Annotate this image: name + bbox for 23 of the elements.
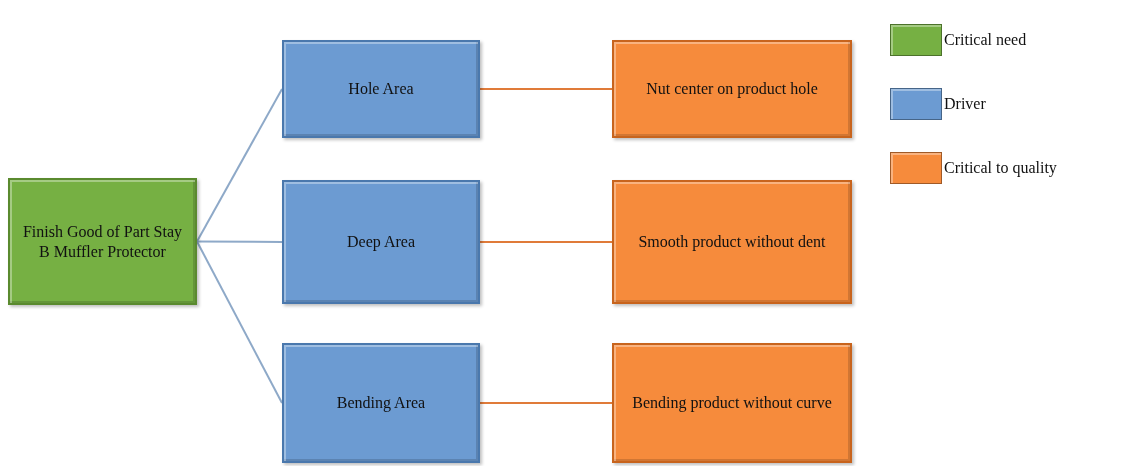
legend-label: Driver xyxy=(944,95,986,113)
connector-line xyxy=(479,241,613,243)
box-label: Nut center on product hole xyxy=(646,79,818,99)
connector-line xyxy=(196,88,283,243)
box-label: Finish Good of Part Stay B Muffler Protector xyxy=(21,222,184,261)
connector-line xyxy=(196,240,283,243)
process-box xyxy=(612,180,852,304)
connector-line xyxy=(196,240,283,404)
process-box xyxy=(282,180,480,304)
box-label: Deep Area xyxy=(347,232,415,252)
process-box xyxy=(282,40,480,138)
process-box xyxy=(8,178,197,305)
box-label: Bending product without curve xyxy=(632,393,832,413)
process-box xyxy=(612,343,852,463)
process-box xyxy=(612,40,852,138)
connector-line xyxy=(479,402,613,404)
connector-line xyxy=(479,88,613,90)
legend-label: Critical to quality xyxy=(944,159,1057,177)
box-label: Hole Area xyxy=(348,79,414,99)
box-label: Bending Area xyxy=(336,393,426,413)
process-box xyxy=(282,343,480,463)
box-label: Smooth product without dent xyxy=(638,232,826,252)
legend-label: Critical need xyxy=(944,31,1027,49)
